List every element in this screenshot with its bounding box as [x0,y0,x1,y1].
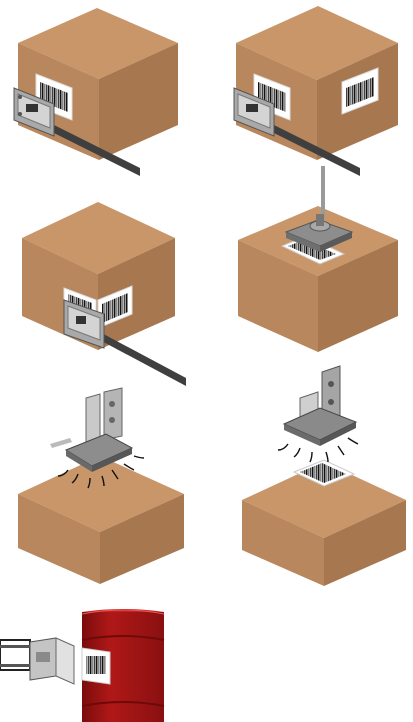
panel-6 [242,365,406,586]
air-blast-lines [277,437,359,463]
side-applicator-extended-icon [13,87,140,176]
cardboard-box [242,462,406,586]
side-applicator-pressing-label-icon [63,299,186,386]
panel-2 [233,6,398,176]
panel-3 [22,202,186,386]
barcode-label-falling [292,459,356,487]
panel-4 [238,166,398,352]
panel-7 [0,609,165,722]
top-tamp-applicator-icon [284,166,354,252]
blow-on-applicator-up-icon [277,365,359,463]
side-applicator-retracted-icon [233,87,360,176]
barcode-label-side [341,67,379,115]
blow-on-applicator-down-icon [50,387,145,489]
cardboard-box [18,456,184,584]
panel-5 [18,387,184,584]
barcode-label [81,647,111,685]
drum-wrap-applicator-icon [0,637,75,685]
panel-1 [13,8,178,176]
air-blast-lines [57,455,145,489]
